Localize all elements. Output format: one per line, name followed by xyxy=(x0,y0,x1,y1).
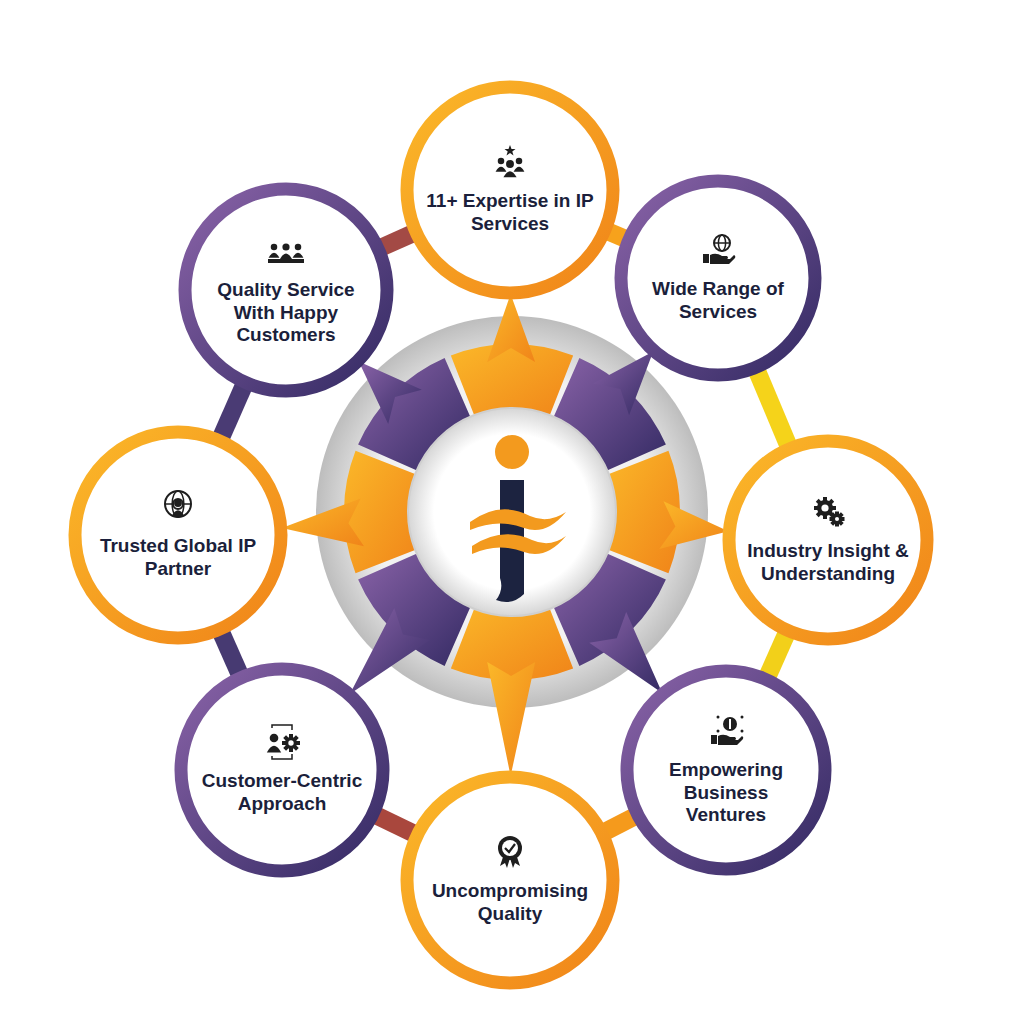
feature-label: Industry Insight & Understanding xyxy=(743,540,913,586)
feature-label: Empowering Business Ventures xyxy=(641,759,811,827)
emblem-arrow xyxy=(487,662,535,776)
feature-circle: Uncompromising Quality xyxy=(400,770,620,990)
feature-label: Customer-Centric Approach xyxy=(196,770,369,816)
feature-circle: Customer-Centric Approach xyxy=(174,662,390,878)
circle-outline xyxy=(400,770,620,990)
emblem-arrow xyxy=(487,294,535,362)
feature-circle: Industry Insight & Understanding xyxy=(722,434,934,646)
ring-segment xyxy=(376,815,415,834)
circle-content: Uncompromising Quality xyxy=(400,770,620,990)
emblem-arrow xyxy=(350,608,430,694)
emblem-disc xyxy=(316,316,708,708)
emblem-arrow xyxy=(359,362,422,425)
feature-icon xyxy=(268,233,304,269)
circle-content: Industry Insight & Understanding xyxy=(722,434,934,646)
logo xyxy=(470,435,566,602)
feature-label: Trusted Global IP Partner xyxy=(90,535,266,581)
feature-circle: Wide Range of Services xyxy=(614,174,822,382)
ring-segment xyxy=(604,816,635,832)
emblem-arrow xyxy=(589,612,662,693)
ring-segment xyxy=(221,385,244,438)
feature-icon xyxy=(492,144,528,180)
feature-icon xyxy=(160,489,196,525)
feature-label: Wide Range of Services xyxy=(635,278,801,324)
ring-segment xyxy=(381,233,413,247)
ring-segment xyxy=(221,632,240,675)
circle-outline xyxy=(722,434,934,646)
emblem-arrow xyxy=(282,498,364,546)
emblem-arrow xyxy=(659,501,728,549)
emblem-arrow xyxy=(593,352,653,416)
ring-segment xyxy=(757,370,789,446)
circle-content: 11+ Expertise in IP Services xyxy=(400,80,620,300)
circle-outline xyxy=(68,425,288,645)
circle-content: Empowering Business Ventures xyxy=(620,664,832,876)
circle-content: Wide Range of Services xyxy=(614,174,822,382)
circle-outline xyxy=(400,80,620,300)
feature-circle: Empowering Business Ventures xyxy=(620,664,832,876)
circle-outline xyxy=(174,662,390,878)
ring-segment xyxy=(767,633,786,677)
circle-content: Trusted Global IP Partner xyxy=(68,425,288,645)
feature-icon xyxy=(700,232,736,268)
emblem-core xyxy=(408,408,616,616)
feature-circle: Trusted Global IP Partner xyxy=(68,425,288,645)
feature-circle: 11+ Expertise in IP Services xyxy=(400,80,620,300)
feature-circle: Quality Service With Happy Customers xyxy=(178,182,394,398)
circle-content: Quality Service With Happy Customers xyxy=(178,182,394,398)
feature-label: 11+ Expertise in IP Services xyxy=(422,190,598,236)
feature-label: Uncompromising Quality xyxy=(422,880,598,926)
circle-outline xyxy=(614,174,822,382)
circle-content: Customer-Centric Approach xyxy=(174,662,390,878)
feature-icon xyxy=(264,724,300,760)
feature-icon xyxy=(708,713,744,749)
feature-label: Quality Service With Happy Customers xyxy=(200,279,373,347)
feature-icon xyxy=(810,494,846,530)
feature-icon xyxy=(492,834,528,870)
